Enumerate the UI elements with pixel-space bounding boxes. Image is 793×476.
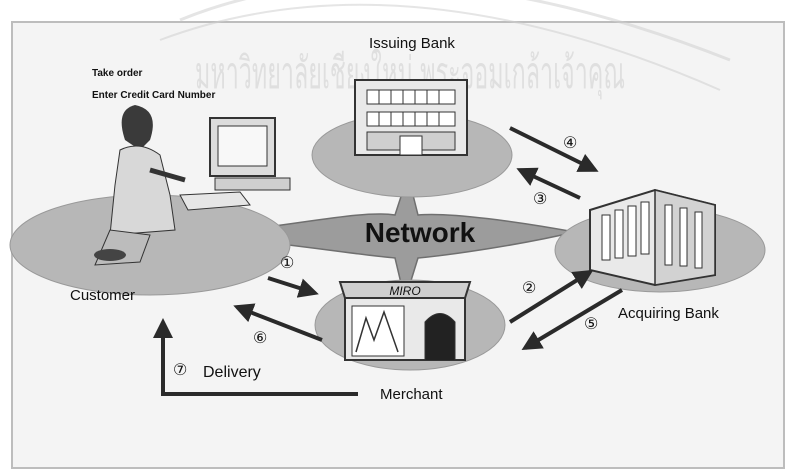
merchant-label: Merchant [380, 386, 443, 403]
customer-note-line1: Take order [92, 68, 142, 79]
issuing-bank-icon [355, 80, 467, 155]
issuing-bank-label: Issuing Bank [369, 35, 455, 52]
acquiring-bank-label: Acquiring Bank [618, 305, 719, 322]
step-number-4: ④ [563, 135, 577, 152]
step-number-3: ③ [533, 191, 547, 208]
acquiring-bank-icon [590, 190, 715, 285]
customer-label: Customer [70, 287, 135, 304]
step-number-5: ⑤ [584, 316, 598, 333]
merchant-sign: MIRO [389, 284, 420, 298]
step-number-7: ⑦ [173, 362, 187, 379]
delivery-label: Delivery [203, 364, 261, 381]
step-number-2: ② [522, 280, 536, 297]
step-number-6: ⑥ [253, 330, 267, 347]
customer-note-line2: Enter Credit Card Number [92, 90, 215, 101]
network-label: Network [365, 217, 476, 248]
merchant-store-icon: MIRO [340, 282, 470, 360]
step-number-1: ① [280, 255, 294, 272]
